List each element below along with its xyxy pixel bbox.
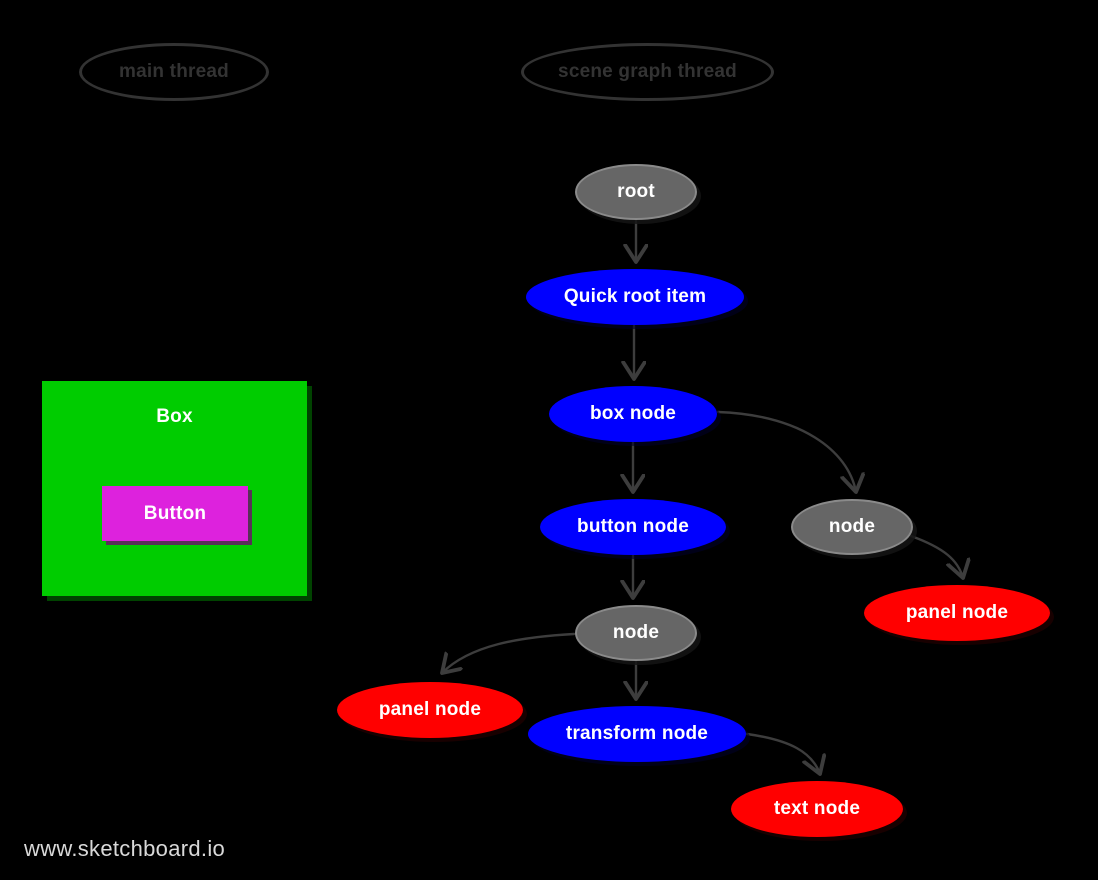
node-transform-node[interactable]: transform node (528, 706, 746, 762)
button-widget[interactable]: Button (102, 486, 248, 541)
button-label: Button (143, 502, 207, 524)
box-label: Box (156, 406, 193, 427)
node-node-right[interactable]: node (791, 499, 913, 555)
node-label: node (828, 516, 876, 537)
edge-box-to-node-right (716, 410, 856, 492)
node-label: panel node (905, 602, 1009, 623)
group-label: scene graph thread (558, 61, 737, 82)
node-panel-node-left[interactable]: panel node (337, 682, 523, 738)
node-box-node[interactable]: box node (549, 386, 717, 442)
node-label: node (612, 622, 660, 643)
edge-node-right-to-panel (909, 534, 963, 578)
node-label: button node (577, 516, 689, 537)
node-label: transform node (565, 723, 709, 744)
group-main-thread[interactable]: main thread (79, 43, 269, 101)
group-label: main thread (119, 61, 229, 82)
node-text-node[interactable]: text node (731, 781, 903, 837)
watermark: www.sketchboard.io (24, 836, 226, 861)
edge-node-center-to-panel (442, 632, 576, 673)
node-node-center[interactable]: node (575, 605, 697, 661)
node-label: text node (773, 798, 861, 819)
node-label: Quick root item (563, 286, 707, 307)
edge-transform-to-text (745, 732, 820, 774)
node-quick-root-item[interactable]: Quick root item (526, 269, 744, 325)
group-scene-graph-thread[interactable]: scene graph thread (521, 43, 774, 101)
node-root[interactable]: root (575, 164, 697, 220)
node-button-node[interactable]: button node (540, 499, 726, 555)
node-label: box node (589, 403, 677, 424)
node-label: panel node (378, 699, 482, 720)
node-panel-node-right[interactable]: panel node (864, 585, 1050, 641)
node-label: root (617, 181, 655, 202)
